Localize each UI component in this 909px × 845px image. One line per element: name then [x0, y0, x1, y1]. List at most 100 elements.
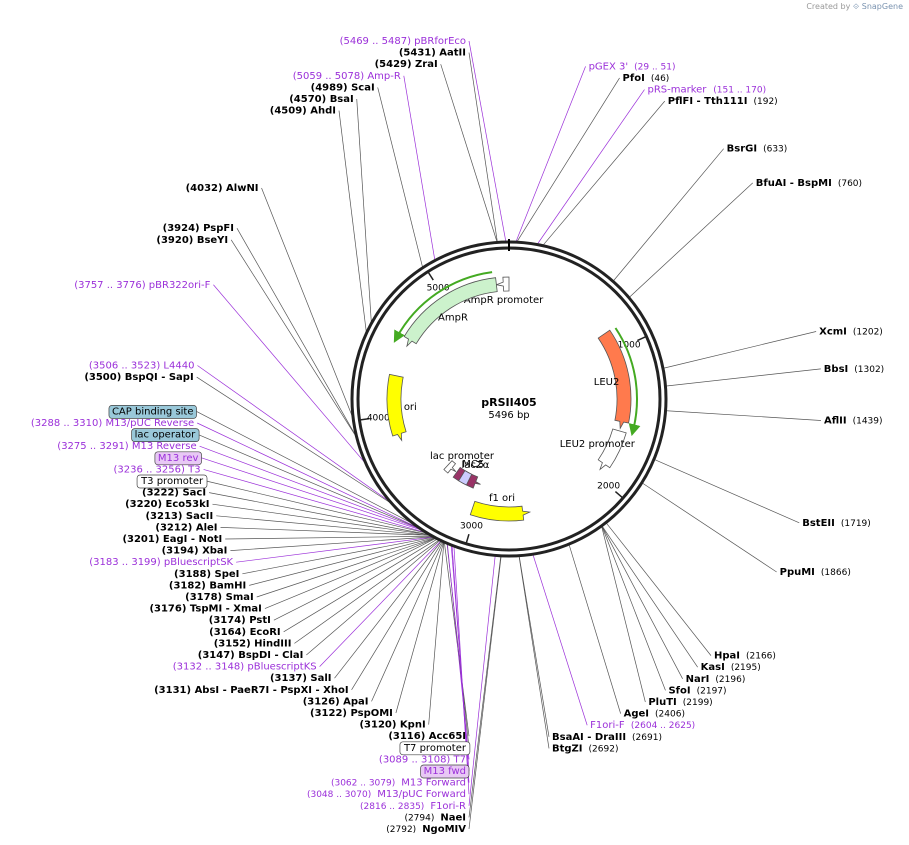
site-label-ppumi: PpuMI	[780, 567, 815, 578]
leader-line	[334, 541, 442, 679]
site-position: (760)	[838, 179, 862, 189]
tick-label: 4000	[367, 413, 390, 423]
site-position: (29 .. 51)	[634, 62, 675, 72]
leader-line	[196, 376, 390, 503]
site-label-3222-saci: (3222) SacI	[142, 488, 206, 499]
site-label-bfuai-bspmi: BfuAI - BspMI	[756, 178, 832, 189]
site-labels: pGEX 3'(29 .. 51)PfoI(46)pRS-marker(151 …	[31, 36, 884, 835]
leader-line	[242, 537, 433, 575]
site-label-5431-aatii: (5431) AatII	[399, 48, 466, 59]
feature-ampr-promoter	[494, 276, 510, 292]
feature-mcs	[458, 470, 473, 486]
site-label-3213-sacii: (3213) SacII	[145, 511, 213, 522]
site-position: (2406)	[655, 710, 685, 720]
site-position: (2691)	[632, 733, 662, 743]
site-label-m13-puc-forward: M13/pUC Forward	[377, 789, 466, 800]
site-label-t3-promoter: T3 promoter	[140, 476, 204, 487]
leader-line	[338, 110, 367, 332]
feature-ampr	[403, 277, 498, 348]
site-label-3089-3108-t7: (3089 .. 3108) T7	[379, 754, 466, 765]
leader-line	[568, 544, 621, 714]
feature-label-ori: ori	[404, 402, 417, 413]
site-label-3152-hindiii: (3152) HindIII	[214, 638, 292, 649]
site-label-kasi: KasI	[701, 662, 725, 673]
leader-line	[216, 515, 429, 536]
leader-line	[468, 40, 507, 242]
leader-line	[306, 540, 440, 656]
leader-line	[273, 538, 436, 621]
leader-line	[220, 527, 430, 536]
site-position: (1439)	[853, 416, 883, 426]
site-label-m13-fwd: M13 fwd	[424, 766, 466, 777]
leader-line	[213, 284, 365, 462]
site-position: (2197)	[697, 686, 727, 696]
site-position: (3062 .. 3079)	[331, 779, 395, 789]
site-label-3757-3776-pbr322ori-f: (3757 .. 3776) pBR322ori-F	[74, 280, 210, 291]
label-box	[154, 451, 202, 466]
leader-line	[197, 422, 417, 527]
site-label-5469-5487-pbrforeco: (5469 .. 5487) pBRforEco	[340, 36, 466, 47]
label-leader-lines	[196, 40, 822, 830]
site-label-3137-sali: (3137) SalI	[270, 673, 332, 684]
leader-line	[249, 537, 434, 586]
site-label-3116-acc65i: (3116) Acc65I	[388, 731, 466, 742]
leader-line	[196, 411, 411, 523]
leader-line	[666, 410, 822, 421]
tick-label: 3000	[460, 522, 483, 532]
feature-label-leu2: LEU2	[594, 377, 620, 388]
tick-mark	[465, 533, 470, 544]
feature-label-lac-promoter: lac promoter	[430, 451, 495, 462]
site-label-3132-3148-pbluescriptks: (3132 .. 3148) pBluescriptKS	[173, 662, 317, 673]
leader-line	[230, 239, 356, 436]
site-label-4032-alwni: (4032) AlwNI	[186, 183, 259, 194]
leader-line	[201, 457, 421, 531]
site-label-hpai: HpaI	[714, 651, 740, 662]
feature-label-ampr-promoter: AmpR promoter	[464, 295, 544, 306]
leader-line	[666, 368, 821, 387]
leader-line	[654, 459, 800, 524]
leader-line	[428, 542, 445, 725]
site-label-t7-promoter: T7 promoter	[403, 743, 467, 754]
leader-line	[351, 541, 443, 690]
feature-f1-ori	[469, 500, 532, 522]
site-label-bsrgi: BsrGI	[727, 144, 757, 155]
site-label-bsteii: BstEII	[802, 518, 835, 529]
site-label-3194-xbai: (3194) XbaI	[162, 546, 228, 557]
site-label-pflfi-tth111i: PflFI - Tth111I	[668, 96, 748, 107]
site-label-3506-3523-l4440: (3506 .. 3523) L4440	[89, 360, 195, 371]
site-label-3147-bspdi-clai: (3147) BspDI - ClaI	[198, 650, 304, 661]
site-label-3131-absi-paer7i-pspxi-xhoi: (3131) AbsI - PaeR7I - PspXI - XhoI	[154, 685, 348, 696]
site-position: (1719)	[841, 519, 871, 529]
site-label-3500-bspqi-sapi: (3500) BspQI - SapI	[84, 372, 193, 383]
leader-line	[468, 556, 496, 806]
leader-line	[236, 536, 433, 563]
leader-line	[606, 523, 712, 656]
orf-direction-arrow	[614, 327, 641, 437]
plasmid-name: pRSII405	[481, 396, 536, 409]
tick-label: 1000	[618, 340, 641, 350]
site-position: (1866)	[821, 568, 851, 578]
site-label-5429-zrai: (5429) ZraI	[375, 59, 438, 70]
snapgene-logo-icon: ⟐	[852, 2, 860, 11]
leader-line	[206, 480, 425, 533]
snapgene-credit: Created by ⟐ SnapGene	[806, 2, 903, 12]
site-label-aflii: AflII	[824, 415, 847, 426]
leader-line	[356, 98, 372, 322]
site-label-3188-spei: (3188) SpeI	[174, 569, 239, 580]
site-position: (2604 .. 2625)	[631, 721, 695, 731]
leader-line	[515, 66, 586, 242]
site-label-3174-psti: (3174) PstI	[209, 615, 271, 626]
leader-line	[197, 365, 388, 501]
site-label-nari: NarI	[686, 674, 710, 685]
site-position: (3048 .. 3070)	[307, 790, 371, 800]
leader-line	[261, 187, 353, 416]
leader-line	[440, 64, 498, 242]
site-position: (1202)	[853, 328, 883, 338]
tick-mark	[636, 336, 646, 342]
orf-direction-arrow	[393, 271, 493, 343]
site-position: (1302)	[854, 365, 884, 375]
feature-lac-promoter	[443, 460, 457, 474]
site-position: (2794)	[404, 813, 434, 823]
